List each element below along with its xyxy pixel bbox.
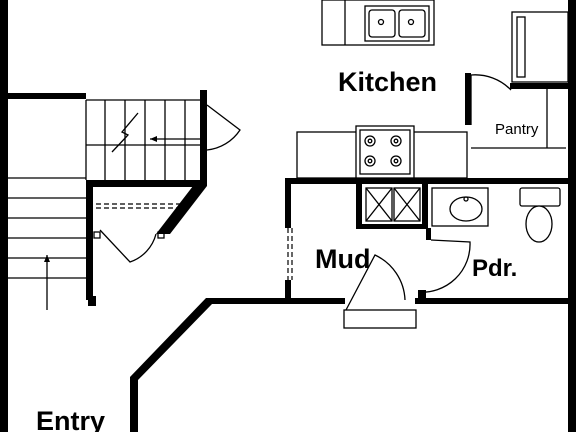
stairs <box>8 99 241 310</box>
powder-room-fixtures <box>431 187 561 243</box>
label-mud: Mud <box>315 244 370 274</box>
label-powder: Pdr. <box>472 255 517 282</box>
mud-room-fixtures <box>287 187 471 329</box>
kitchen-fixtures <box>296 0 569 179</box>
label-pantry: Pantry <box>495 121 539 138</box>
label-entry: Entry <box>36 406 105 432</box>
room-labels: Kitchen Pantry Mud Pdr. Entry <box>36 67 539 432</box>
label-kitchen: Kitchen <box>338 67 437 97</box>
